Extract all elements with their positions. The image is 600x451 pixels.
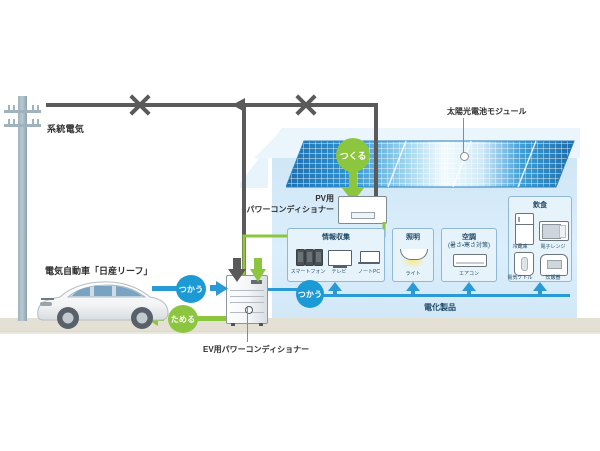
pv-conditioner-label-line2: パワーコンディショナー (246, 205, 334, 214)
smartphone-icon (305, 249, 314, 266)
pole-arm-upper (4, 110, 41, 113)
smartphone-icon (296, 249, 305, 266)
ev-pcs-foot (259, 323, 263, 326)
car-store-badge: ためる (168, 305, 198, 333)
ev-conditioner-callout-line (247, 307, 248, 342)
device-caption-microwave: 電子レンジ (540, 244, 566, 250)
car-use-badge-label: つかう (178, 284, 204, 294)
device-caption-rice-cooker: 炊飯器 (545, 275, 561, 281)
pv-conditioner-label-line1: PV用 (315, 194, 334, 203)
ev-to-house-line (266, 288, 310, 291)
ev-pcs-slat (230, 296, 264, 298)
car-store-line (190, 316, 226, 321)
refrigerator-icon (515, 213, 534, 245)
air-conditioner-icon (453, 254, 487, 267)
ev-pcs-slat (230, 290, 264, 292)
generate-down-arrow (342, 172, 364, 202)
pole-insulator (8, 105, 10, 110)
electric-car (37, 281, 169, 329)
ev-pcs-vent (251, 280, 262, 284)
ev-pcs-callout-dot (245, 306, 253, 314)
appliance-up-arrow (462, 282, 476, 296)
device-caption-laptop: ノートPC (358, 269, 380, 275)
grid-power-line-down-to-pv (374, 103, 378, 198)
car-use-badge: つかう (176, 275, 206, 303)
utility-pole-mast (18, 96, 27, 321)
grid-electricity-label: 系統電気 (47, 124, 85, 134)
pole-insulator (13, 105, 15, 110)
grid-blocked-x-left (127, 92, 153, 118)
grid-power-line-horizontal (46, 103, 378, 107)
rice-cooker-icon (540, 254, 568, 276)
pv-power-conditioner (338, 196, 387, 224)
pole-insulator (37, 105, 39, 110)
appliance-group-lighting: 照明 ライト (392, 228, 434, 282)
pole-insulator (13, 119, 15, 124)
grid-arrow-left (232, 98, 245, 112)
electric-car-label: 電気自動車「日産リーフ」 (45, 266, 153, 276)
group-subtitle-air-conditioning: (暑さ・寒さ対策) (447, 243, 491, 249)
appliance-up-arrow (406, 282, 420, 296)
light-glow (400, 260, 426, 269)
pole-insulator (8, 119, 10, 124)
ceiling-light-icon (400, 249, 428, 260)
ev-pcs-slat (230, 302, 264, 304)
pole-insulator (32, 119, 34, 124)
pv-pcs-display (351, 212, 375, 219)
appliance-up-arrow (533, 282, 547, 296)
ground-shadow (0, 331, 600, 334)
device-caption-light: ライト (405, 271, 421, 277)
group-title-air-conditioning: 空調 (462, 234, 476, 241)
group-title-information: 情報収集 (322, 234, 350, 241)
appliance-power-bus (300, 294, 570, 297)
car-store-badge-label: ためる (170, 314, 196, 324)
solar-module-callout-line (463, 118, 464, 155)
pole-insulator (37, 119, 39, 124)
smartphone-icon (314, 249, 323, 266)
device-caption-kettle: 電気ケトル (507, 275, 533, 281)
electric-kettle-icon (514, 252, 534, 276)
ev-pcs-foot (231, 323, 235, 326)
pole-insulator (32, 105, 34, 110)
solar-module-callout-dot (460, 152, 469, 161)
solar-module-callout-label: 太陽光電池モジュール (447, 107, 527, 116)
appliance-group-air-conditioning: 空調 (暑さ・寒さ対策) エアコン (441, 228, 497, 282)
generate-badge-label: つくる (339, 150, 367, 161)
ev-conditioner-label: EV用パワーコンディショナー (203, 345, 310, 354)
car-use-arrow (210, 281, 228, 296)
pole-arm-lower (4, 124, 41, 127)
grid-into-ev-arrow (228, 258, 246, 282)
generate-badge: つくる (336, 138, 370, 179)
house-use-badge: つかう (296, 280, 324, 308)
appliances-label: 電化製品 (424, 303, 456, 312)
device-caption-smartphone: スマートフォン (290, 269, 326, 275)
device-caption-television: テレビ (331, 269, 347, 275)
grid-blocked-x-right (293, 92, 319, 118)
television-icon (328, 250, 352, 268)
solar-panel (286, 140, 575, 188)
device-caption-aircon: エアコン (458, 271, 479, 277)
appliance-up-arrow (328, 282, 342, 296)
group-title-lighting: 照明 (406, 234, 420, 241)
laptop-icon (358, 251, 380, 264)
appliance-group-information: 情報収集 スマートフォン テレビ ノートPC (287, 228, 385, 282)
appliance-group-food: 飲食 冷蔵庫 電子レンジ 電気ケトル 炊飯器 (507, 196, 572, 282)
group-title-food: 飲食 (533, 202, 547, 209)
microwave-icon (539, 221, 569, 241)
car-use-line (152, 286, 188, 291)
house-use-badge-label: つかう (297, 289, 323, 299)
device-caption-refrigerator: 冷蔵庫 (512, 244, 528, 250)
grid-power-line-down-to-ev (242, 103, 246, 288)
pv-into-ev-arrow (250, 258, 266, 282)
